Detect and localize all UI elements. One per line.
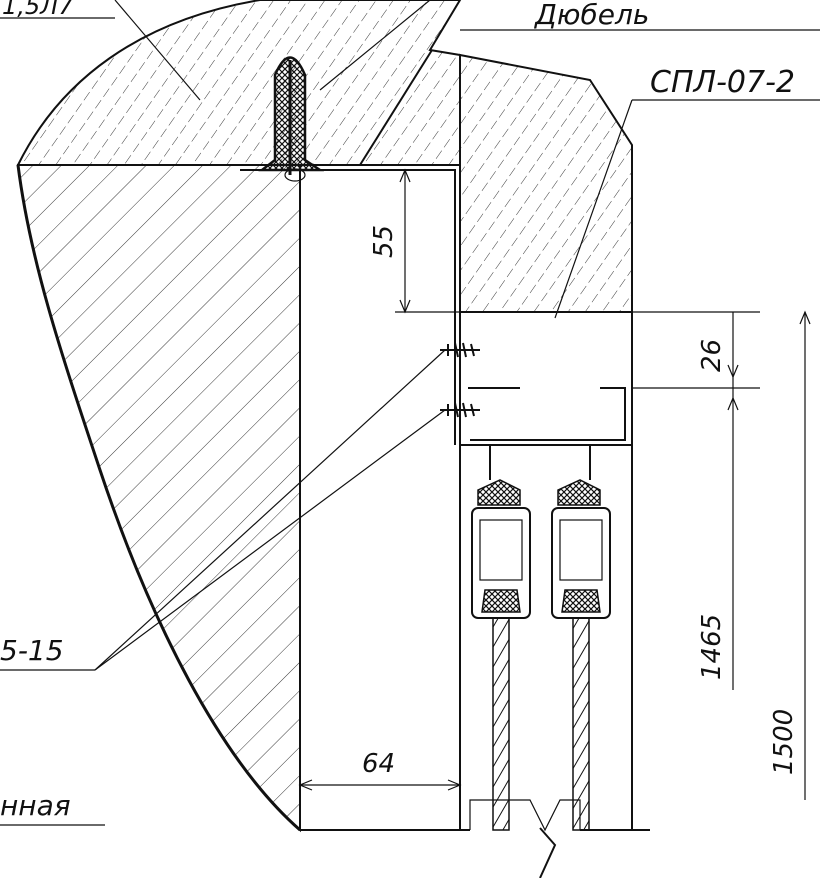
dim-label-55: 55 [369, 225, 399, 258]
hanger-rail [477, 445, 601, 506]
leader-lines [0, 0, 820, 826]
angle-profile [240, 169, 632, 445]
dimension-26 [632, 311, 760, 411]
dim-label-1500: 1500 [769, 709, 799, 775]
label-top-left: 1,5Л7 [2, 0, 74, 20]
label-bottom-left: нная [0, 789, 71, 822]
wall-section [16, 164, 301, 833]
door-profile-left [471, 507, 531, 619]
screw-icon [440, 342, 480, 418]
dim-label-64: 64 [362, 749, 395, 779]
label-screw: 5-15 [0, 634, 64, 667]
dimension-55 [395, 168, 460, 314]
dimension-64 [298, 779, 462, 791]
channel-profile [459, 312, 633, 446]
door-profile-right [551, 507, 611, 619]
label-profile-code: СПЛ-07-2 [650, 65, 795, 100]
label-dowel: Дюбель [533, 0, 649, 31]
dim-label-26: 26 [697, 339, 727, 372]
glass-pane-icon [492, 617, 590, 831]
ceiling-slab [16, 0, 633, 313]
dim-label-1465: 1465 [697, 614, 727, 680]
dimension-1500 [799, 310, 811, 800]
